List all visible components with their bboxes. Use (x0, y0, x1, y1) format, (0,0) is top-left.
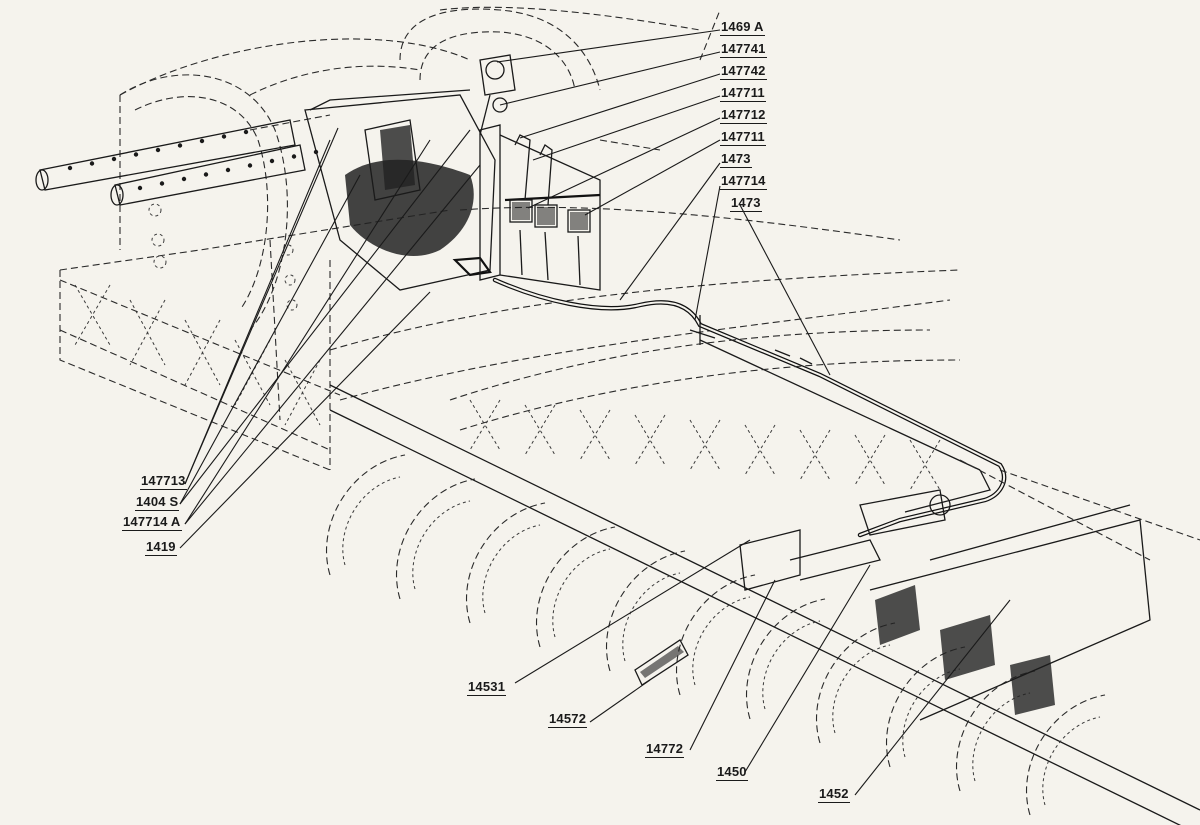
barrel-hole (181, 176, 187, 182)
rib-truss (469, 399, 501, 451)
rib-truss (524, 404, 556, 456)
wing-rib (815, 622, 896, 744)
callout-147713: 147713 (140, 473, 187, 490)
barrel-hole (243, 129, 249, 135)
callout-1419: 1419 (145, 539, 177, 556)
callout-14772: 14772 (645, 741, 685, 758)
wing-rib-inner (412, 500, 471, 590)
wing-rib-inner (902, 668, 961, 758)
wing-rib-inner (342, 476, 401, 566)
callout-147712: 147712 (720, 107, 767, 124)
rib-truss (579, 409, 611, 461)
wing-rib (535, 526, 616, 648)
barrel-hole (177, 143, 183, 148)
barrel-hole (199, 138, 205, 144)
rib-truss (689, 419, 721, 471)
wing-rib (675, 574, 756, 696)
barrel-hole (203, 172, 209, 177)
wing-rib-inner (832, 644, 891, 734)
wing-structure (325, 329, 1200, 825)
pipe-run (492, 277, 1007, 538)
wing-rib-inner (762, 620, 821, 710)
barrel-hole (137, 185, 143, 191)
callout-147711-bottom: 147711 (720, 129, 766, 146)
barrel-hole (247, 163, 253, 168)
wing-rib-inner (552, 548, 611, 638)
barrel-hole (89, 161, 95, 166)
wing-rib-inner (1042, 716, 1101, 806)
callout-147714A: 147714 A (122, 514, 182, 531)
barrel-hole (67, 165, 73, 171)
callout-147742: 147742 (720, 63, 767, 80)
callout-1450: 1450 (716, 764, 748, 781)
wing-rib (605, 550, 686, 672)
barrel-hole (291, 154, 297, 159)
rib-truss (744, 424, 776, 476)
solenoid-panel (479, 54, 601, 291)
callout-1473-bottom: 1473 (730, 195, 762, 212)
barrel-hole (159, 181, 165, 186)
rib-truss (799, 429, 831, 481)
fuselage-frame (59, 6, 961, 471)
barrel-hole (155, 147, 161, 153)
wing-rib-inner (972, 692, 1031, 782)
wing-rib-inner (482, 524, 541, 614)
callout-1469A: 1469 A (720, 19, 765, 36)
wing-rib-inner (622, 572, 681, 662)
callout-1473-top: 1473 (720, 151, 752, 168)
rib-truss (854, 434, 886, 486)
gun-barrels (35, 119, 319, 206)
barrel-hole (221, 134, 227, 139)
callout-147741: 147741 (720, 41, 767, 58)
wing-rib (465, 502, 546, 624)
barrel-hole (133, 152, 139, 157)
callout-14572: 14572 (548, 711, 588, 728)
leader-lines (179, 29, 1011, 796)
wing-rib (1025, 694, 1106, 816)
callout-14531: 14531 (467, 679, 507, 696)
callout-147714: 147714 (720, 173, 767, 190)
wing-rib (745, 598, 826, 720)
rib-truss (909, 439, 941, 491)
wing-rib-inner (692, 596, 751, 686)
wing-rib (325, 454, 406, 576)
wing-rib (395, 478, 476, 600)
callout-147711-top: 147711 (720, 85, 766, 102)
barrel-hole (225, 167, 231, 173)
callout-1452: 1452 (818, 786, 850, 803)
rib-truss (634, 414, 666, 466)
barrel-hole (111, 156, 117, 162)
callout-1404S: 1404 S (135, 494, 180, 511)
wing-cylinders (634, 489, 951, 686)
barrel-hole (269, 158, 275, 164)
gun-mechanism (304, 89, 496, 291)
